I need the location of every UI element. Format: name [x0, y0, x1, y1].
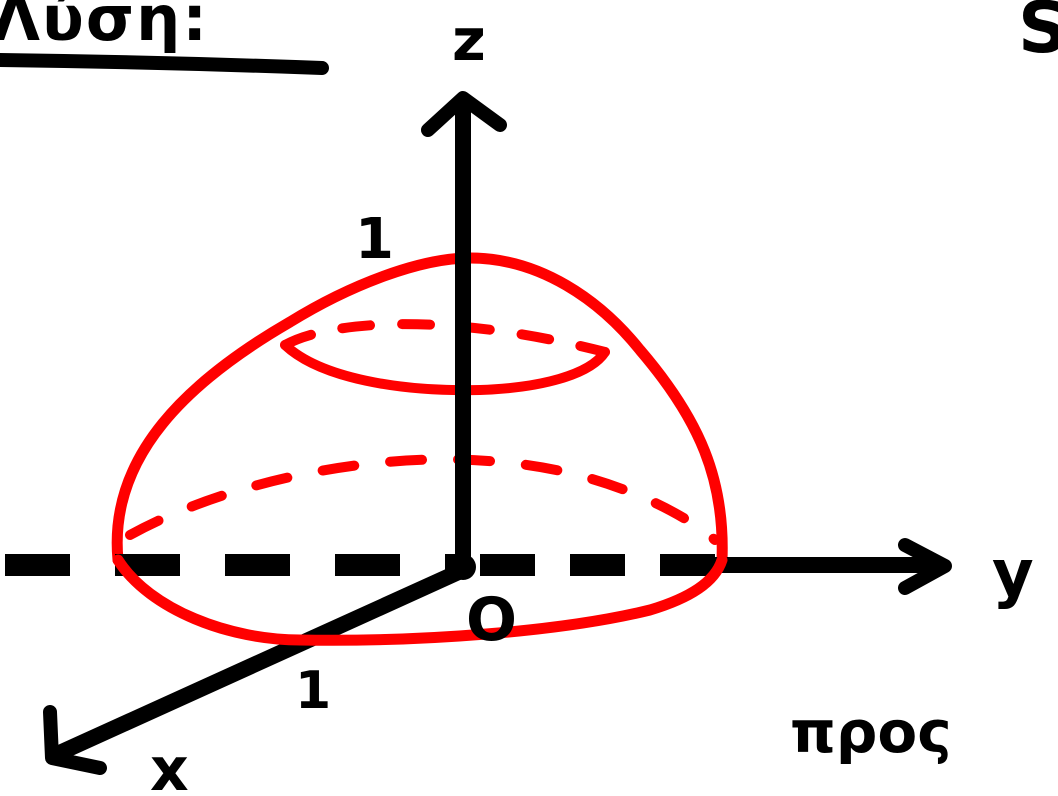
origin-label: O: [466, 585, 517, 655]
top-section-front-edge: [280, 340, 610, 396]
z-tick-label: 1: [355, 207, 394, 272]
top-section-back-edge: [280, 319, 610, 357]
solution-heading: Λύση:: [0, 0, 209, 55]
footer-note: προς: [790, 698, 952, 766]
origin-point: [450, 554, 476, 580]
mid-section-back-edge: [125, 454, 720, 545]
corner-mark: S: [1018, 0, 1058, 69]
heading-underline: [0, 53, 329, 75]
x-axis: [47, 562, 471, 763]
base-front-arc: [112, 554, 728, 646]
x-axis-label: x: [150, 735, 189, 796]
y-axis-label: y: [992, 537, 1034, 611]
x-axis-arrowhead: [43, 705, 107, 775]
y-axis-arrowhead: [898, 538, 952, 595]
x-tick-label: 1: [295, 661, 331, 721]
z-axis-label: z: [452, 6, 486, 74]
paraboloid-outline: [111, 252, 728, 566]
z-axis-arrowhead: [421, 91, 507, 137]
